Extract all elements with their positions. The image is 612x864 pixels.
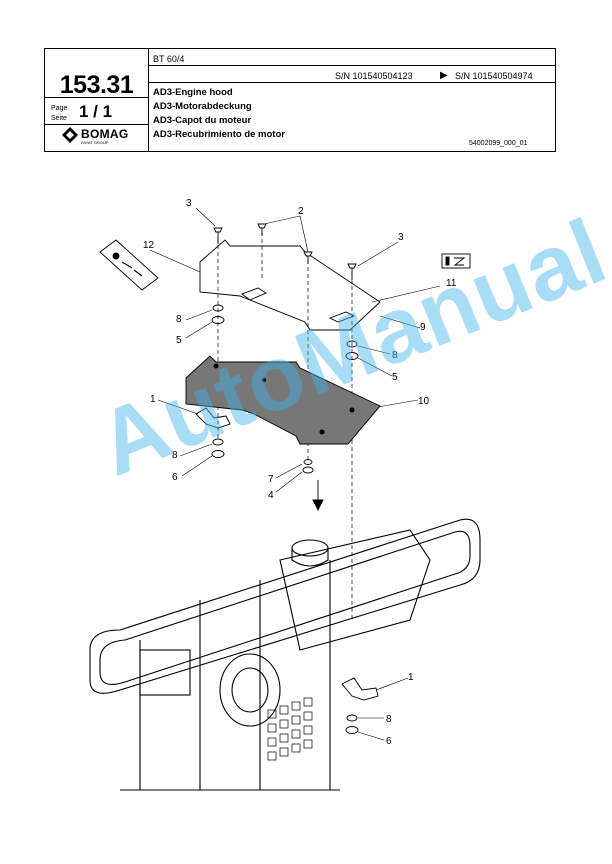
callout-6: 6 — [386, 736, 392, 747]
header-rule — [45, 97, 148, 98]
header-table: BT 60/4 S/N 101540504123 ▶ S/N 101540504… — [44, 48, 556, 152]
callout-6: 6 — [172, 472, 178, 483]
callout-3: 3 — [186, 198, 192, 209]
callout-8: 8 — [386, 714, 392, 725]
warning-label-sticker — [99, 239, 159, 291]
callout-1: 1 — [408, 672, 414, 683]
callout-11: 11 — [446, 278, 457, 289]
header-rule — [45, 124, 148, 125]
callout-8: 8 — [176, 314, 182, 325]
title-es: AD3-Recubrimiento de motor — [153, 129, 285, 140]
callout-3: 3 — [398, 232, 404, 243]
page-number: 153.31 — [59, 71, 134, 99]
gasket-plate — [185, 355, 381, 445]
callout-9: 9 — [420, 322, 426, 333]
sticker-icon — [441, 253, 471, 269]
title-de: AD3-Motorabdeckung — [153, 101, 252, 112]
header-rule — [148, 82, 556, 83]
callout-5: 5 — [176, 335, 182, 346]
leader-lines — [149, 207, 441, 741]
bracket-part — [195, 407, 231, 429]
callout-7: 7 — [268, 474, 274, 485]
document-id: 54002099_000_01 — [469, 140, 528, 147]
title-en: AD3-Engine hood — [153, 87, 233, 98]
bracket-part — [341, 677, 379, 701]
callout-4: 4 — [268, 490, 274, 501]
hood-plate-slot — [328, 311, 356, 323]
title-fr: AD3-Capot du moteur — [153, 115, 252, 126]
serial-to: S/N 101540504974 — [455, 71, 533, 81]
callout-12: 12 — [143, 240, 155, 251]
page-value: 1 / 1 — [79, 102, 113, 121]
callout-2: 2 — [298, 206, 304, 217]
callout-10: 10 — [418, 396, 430, 407]
callout-5: 5 — [392, 372, 398, 383]
header-rule — [148, 65, 556, 66]
callout-8: 8 — [172, 450, 178, 461]
header-divider — [148, 49, 149, 151]
brand-logo-subtext: FAYAT GROUP — [81, 140, 109, 145]
callout-1: 1 — [150, 394, 156, 405]
model-name: BT 60/4 — [153, 54, 185, 64]
callout-8: 8 — [392, 350, 398, 361]
hood-plate — [199, 239, 381, 331]
hood-plate-slot — [241, 287, 267, 301]
page-label: Page — [51, 105, 68, 112]
brand-logo-text: BOMAG — [81, 127, 129, 141]
serial-from: S/N 101540504123 — [335, 71, 413, 81]
washer-group — [211, 304, 359, 734]
machine-frame — [89, 518, 481, 791]
serial-arrow: ▶ — [440, 70, 448, 81]
bomag-logo-icon — [62, 127, 78, 143]
seite-label: Seite — [51, 115, 67, 122]
screw-group — [213, 223, 357, 280]
